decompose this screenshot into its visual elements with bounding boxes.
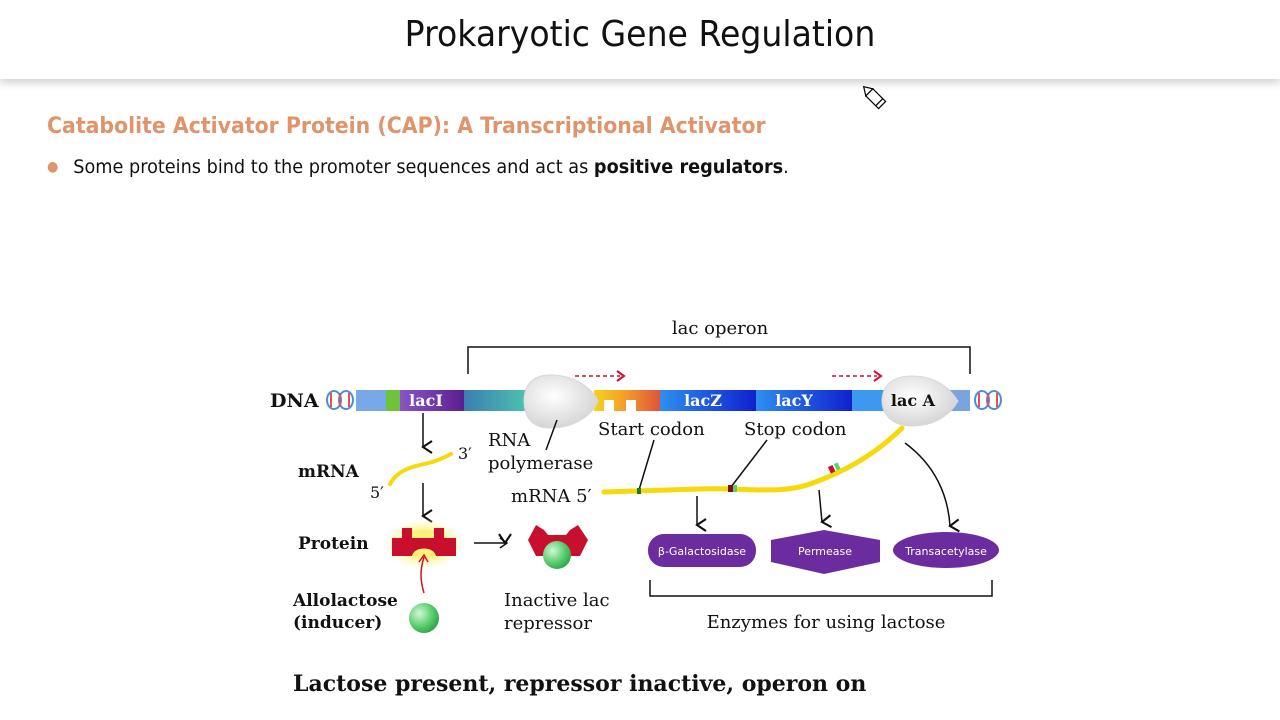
laca-label: lac A (891, 391, 936, 410)
enzyme-label: β-Galactosidase (658, 545, 746, 558)
enzymes-caption: Enzymes for using lactose (707, 612, 946, 633)
repressor-protein-shape (392, 528, 456, 556)
dna-label: DNA (270, 390, 319, 412)
enzyme-beta-galactosidase (648, 534, 756, 567)
bullet-dot-icon: ● (47, 159, 59, 175)
rna-polymerase-label-1: RNA (488, 430, 531, 451)
title-bar: Prokaryotic Gene Regulation (0, 0, 1280, 79)
lacz-label: lacZ (684, 391, 722, 410)
laci-label: lacI (409, 391, 443, 410)
stop-codon-label: Stop codon (744, 419, 847, 440)
inactive-repressor-shape (528, 525, 588, 569)
rna-polymerase-label-2: polymerase (488, 453, 593, 474)
rna-polymerase-shape (523, 374, 599, 429)
gene-lacz (660, 390, 756, 411)
diagram-caption: Lactose present, repressor inactive, ope… (293, 671, 866, 697)
rna-polymerase-shape-2 (881, 375, 959, 427)
pen-cursor-icon (862, 85, 887, 110)
bullet-text: Some proteins bind to the promoter seque… (73, 156, 594, 178)
dna-helix-icon (974, 390, 1002, 410)
transcription-arrow-icon (832, 370, 883, 382)
dna-helix-icon (326, 390, 354, 410)
allolactose-molecule (409, 603, 439, 633)
bullet-end: . (783, 156, 789, 178)
start-codon-label: Start codon (598, 419, 705, 440)
enzyme-permease (771, 530, 880, 574)
mrna-left-label: mRNA (298, 462, 360, 482)
lacy-label: lacY (775, 391, 813, 410)
allolactose-label-1: Allolactose (292, 591, 398, 611)
enzymes-bracket (649, 580, 993, 597)
slide-title: Prokaryotic Gene Regulation (404, 14, 876, 55)
protein-label: Protein (298, 534, 369, 554)
gene-lacy (756, 390, 852, 411)
bullet-item: ● Some proteins bind to the promoter sequ… (47, 156, 789, 178)
enzyme-transacetylase (893, 532, 999, 568)
enzyme-label: Transacetylase (904, 545, 987, 558)
mrna-strand-short (388, 452, 453, 486)
inactive-repressor-label-1: Inactive lac (504, 590, 610, 611)
mrna-strand-long (601, 425, 905, 495)
allolactose-label-2: (inducer) (293, 613, 382, 633)
mrna-right-label: mRNA 5′ (511, 486, 592, 507)
bullet-bold-text: positive regulators (593, 156, 784, 178)
section-heading: Catabolite Activator Protein (CAP): A Tr… (47, 114, 766, 139)
five-prime-label: 5′ (370, 483, 384, 502)
inactive-repressor-label-2: repressor (504, 613, 592, 634)
enzyme-label: Permease (798, 545, 852, 558)
transcription-arrow-icon (575, 370, 626, 382)
operon-label: lac operon (672, 318, 769, 339)
three-prime-label: 3′ (458, 444, 472, 463)
operon-bracket (467, 346, 971, 374)
gene-laci (400, 390, 464, 411)
